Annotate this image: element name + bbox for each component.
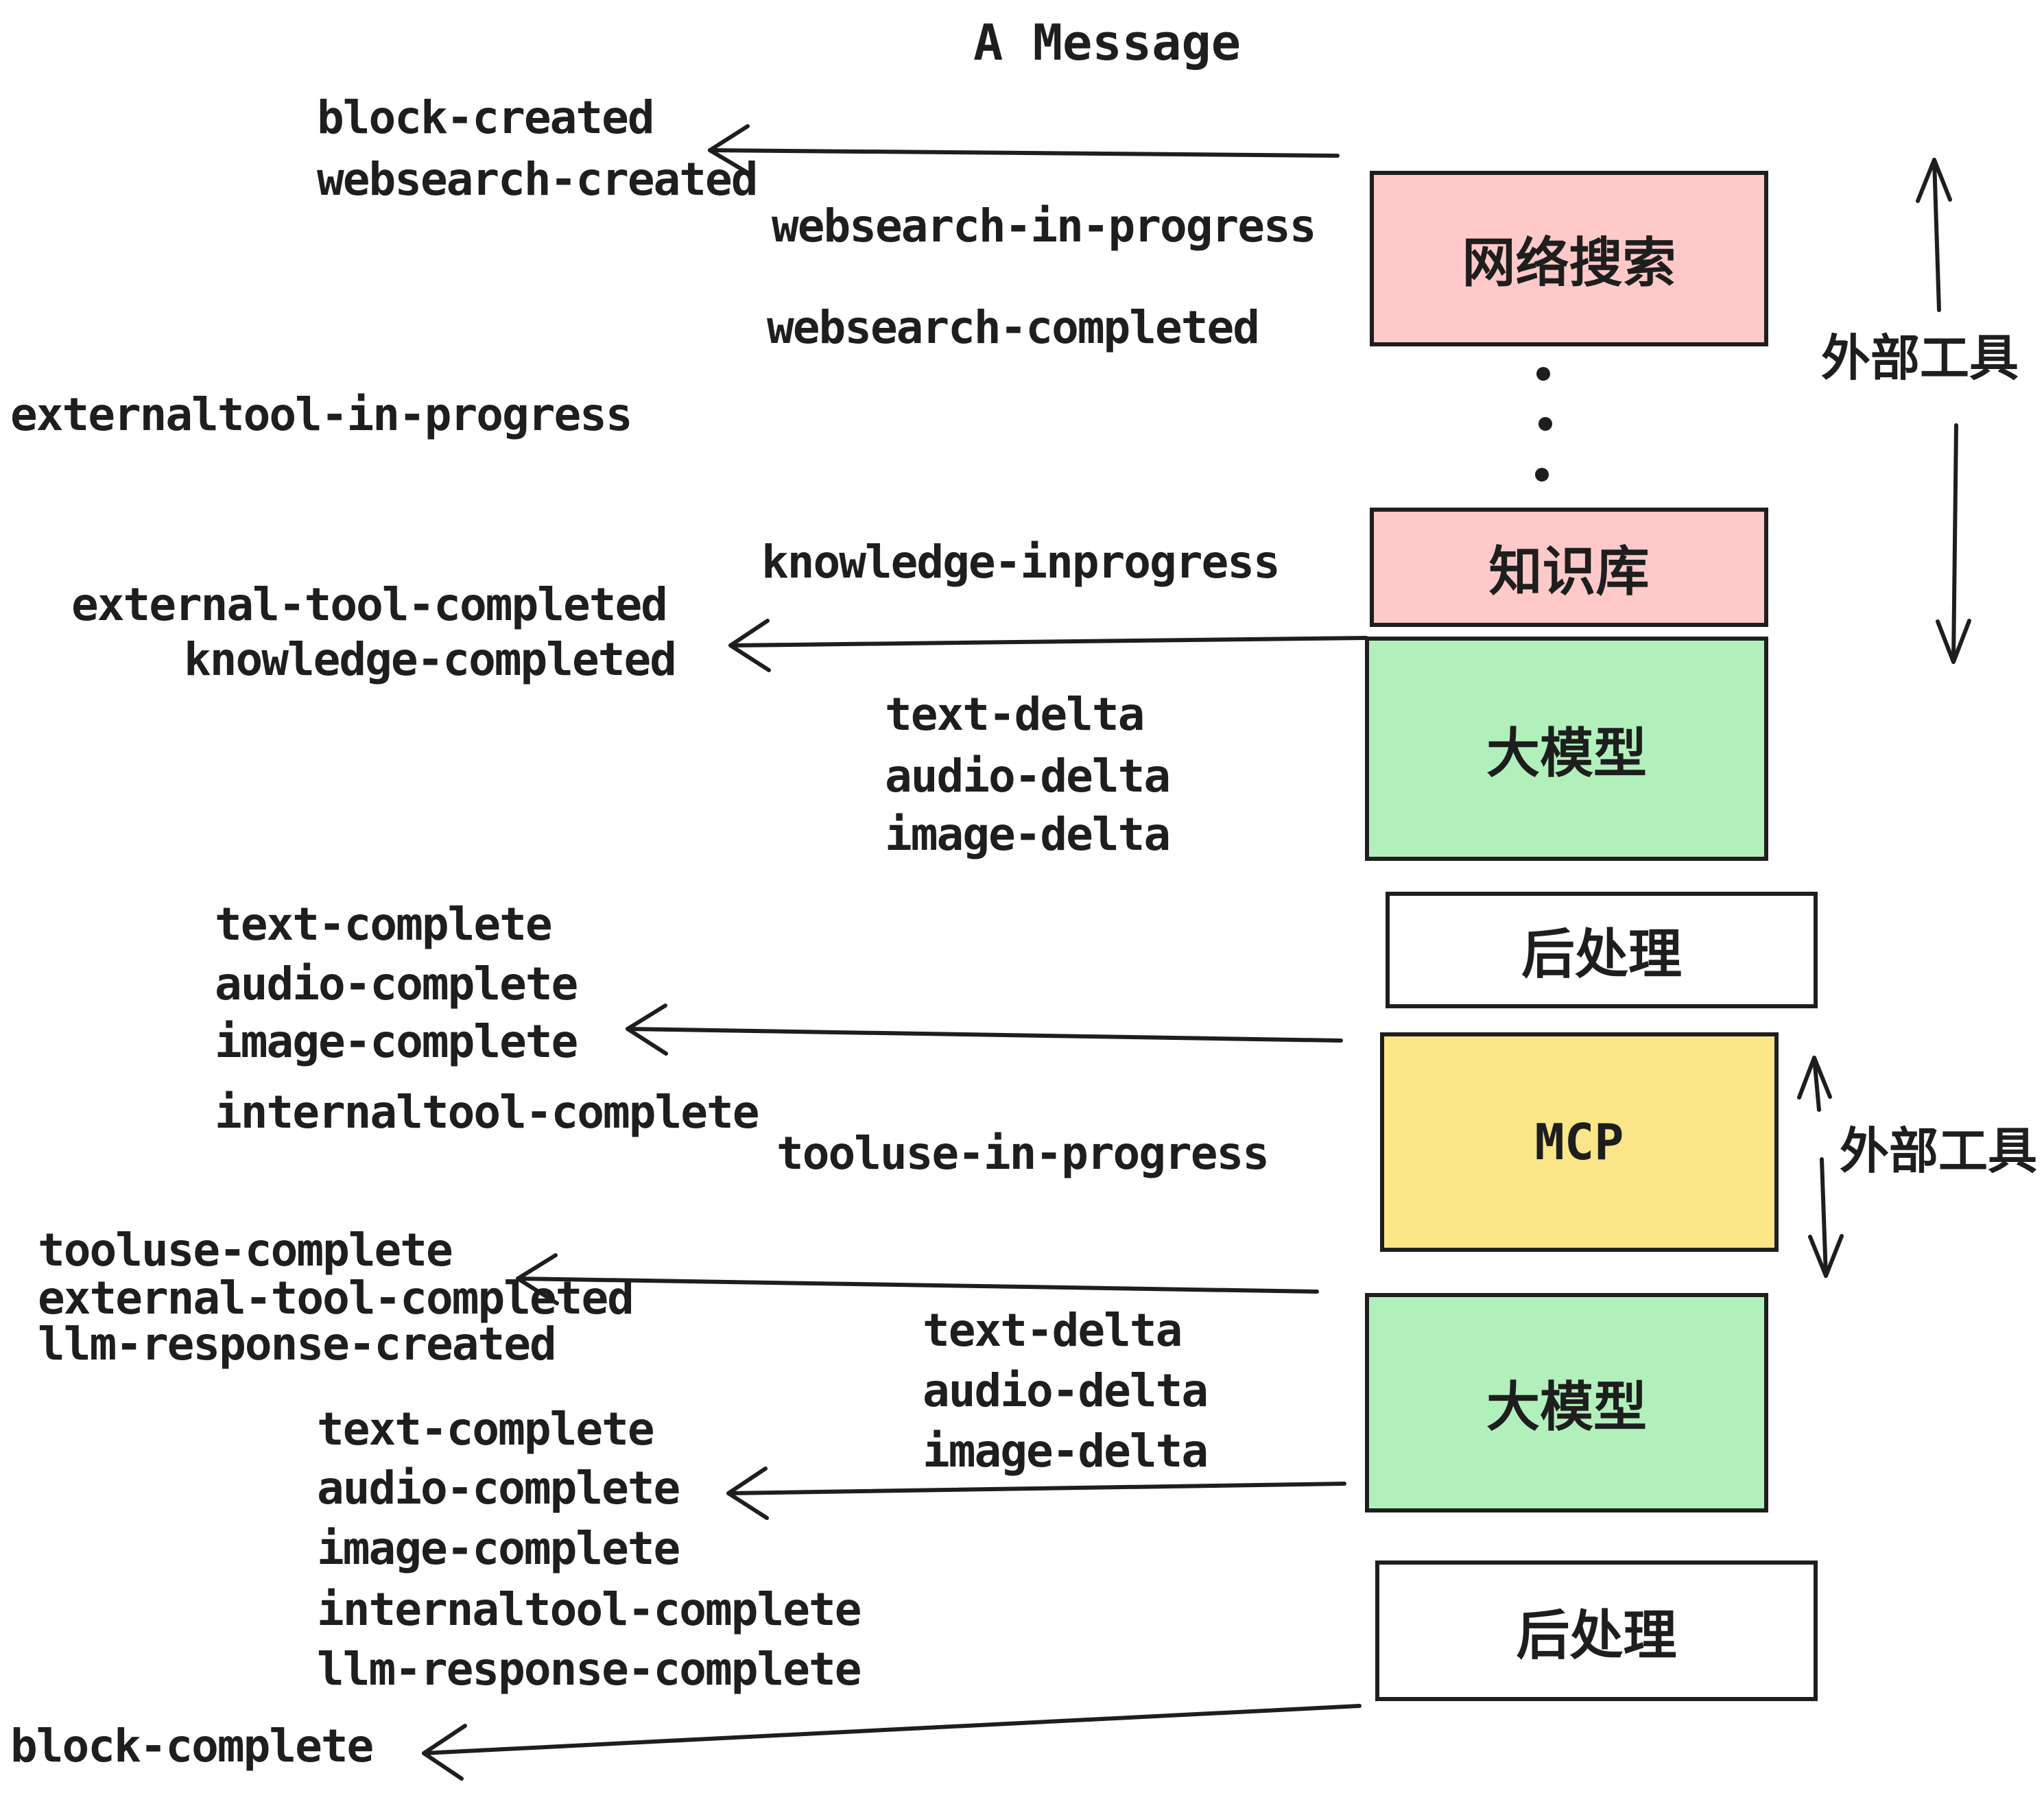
label-knowledge-inprogress: knowledge-inprogress	[761, 536, 1281, 589]
label-websearch-completed: websearch-completed	[767, 301, 1260, 354]
label-websearch-in-progress: websearch-in-progress	[772, 200, 1316, 252]
label-text-delta-1: text-delta	[885, 688, 1145, 741]
label-image-complete-1: image-complete	[215, 1015, 578, 1068]
box-mcp: MCP	[1380, 1032, 1779, 1252]
label-block-created: block-created	[317, 91, 655, 144]
label-image-delta-2: image-delta	[923, 1425, 1209, 1477]
side-label-external-tools-2: 外部工具	[1840, 1122, 2038, 1180]
label-websearch-created: websearch-created	[317, 153, 759, 206]
arrow-tooluse-complete	[516, 1253, 1319, 1305]
label-text-delta-2: text-delta	[923, 1304, 1183, 1357]
box-postprocess-2: 后处理	[1375, 1560, 1818, 1701]
box-llm-1: 大模型	[1365, 637, 1768, 861]
label-externaltool-in-progress: externaltool-in-progress	[10, 388, 633, 441]
arrow-external-tools-down-1	[1936, 423, 1971, 664]
label-internaltool-complete-1: internaltool-complete	[215, 1086, 759, 1139]
label-llm-response-complete: llm-response-complete	[317, 1643, 861, 1696]
label-tooluse-in-progress: tooluse-in-progress	[776, 1127, 1270, 1180]
side-label-external-tools-1: 外部工具	[1821, 329, 2019, 387]
arrow-audio-complete	[726, 1467, 1346, 1520]
label-internaltool-complete-2: internaltool-complete	[317, 1583, 861, 1636]
label-audio-delta-1: audio-delta	[885, 750, 1171, 803]
box-llm-2: 大模型	[1365, 1293, 1768, 1512]
label-knowledge-completed: knowledge-completed	[184, 633, 677, 686]
arrow-external-tools-up-2	[1797, 1056, 1832, 1112]
ellipsis-dots	[1535, 367, 1552, 482]
box-knowledge: 知识库	[1370, 508, 1768, 627]
arrow-block-created	[708, 124, 1340, 176]
label-llm-response-created: llm-response-created	[38, 1318, 557, 1370]
label-image-delta-1: image-delta	[885, 808, 1171, 861]
box-postprocess-1: 后处理	[1386, 892, 1818, 1008]
box-websearch: 网络搜索	[1370, 171, 1768, 346]
label-text-complete-2: text-complete	[317, 1403, 655, 1456]
label-block-complete: block-complete	[10, 1720, 374, 1772]
label-image-complete-2: image-complete	[317, 1522, 680, 1575]
label-audio-delta-2: audio-delta	[923, 1364, 1209, 1417]
label-text-complete-1: text-complete	[215, 898, 553, 951]
label-tooluse-complete: tooluse-complete	[38, 1224, 453, 1277]
arrow-knowledge-completed	[728, 619, 1368, 672]
diagram-title: A Message	[973, 14, 1241, 71]
label-audio-complete-2: audio-complete	[317, 1462, 680, 1515]
arrow-block-complete	[422, 1704, 1362, 1781]
label-external-tool-completed-1: external-tool-completed	[71, 578, 668, 631]
label-external-tool-completed-2: external-tool-completed	[38, 1272, 634, 1325]
arrow-external-tools-up-1	[1916, 158, 1952, 312]
label-audio-complete-1: audio-complete	[215, 958, 578, 1010]
arrow-external-tools-down-2	[1808, 1157, 1844, 1278]
arrow-internaltool-complete	[626, 1004, 1343, 1056]
